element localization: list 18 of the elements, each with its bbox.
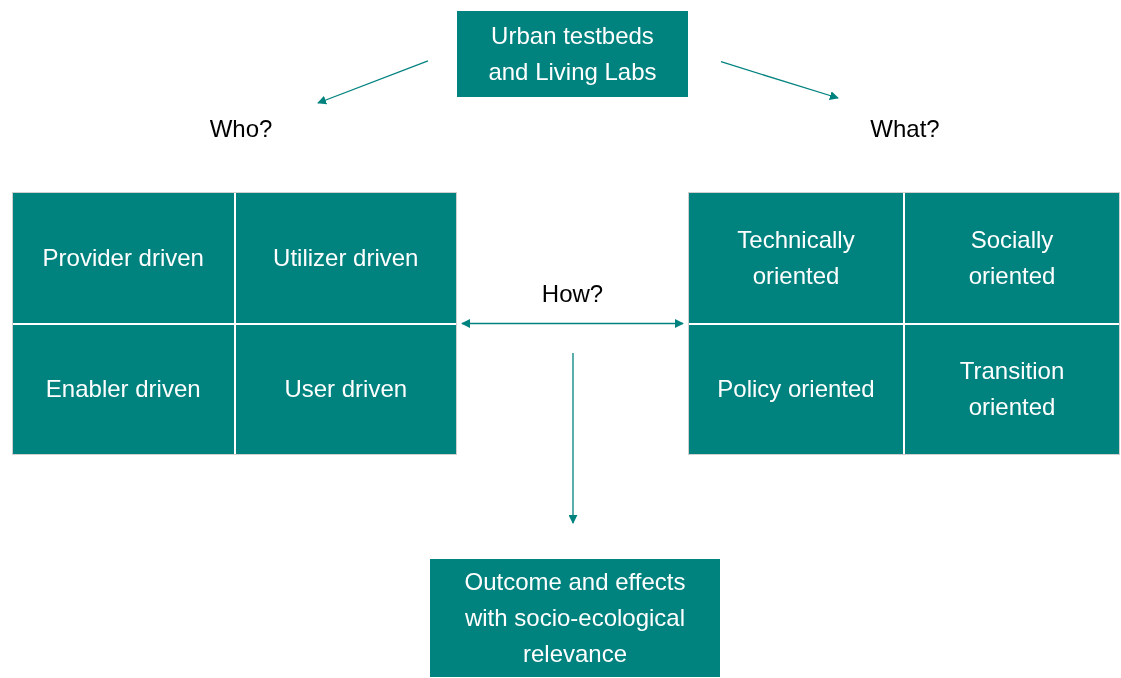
question-label: What? — [855, 110, 955, 148]
category-cell: Technically oriented — [689, 193, 903, 323]
title-box: Urban testbeds and Living Labs — [457, 11, 688, 97]
arrow — [461, 319, 684, 328]
arrow — [317, 60, 429, 105]
category-cell: Transition oriented — [905, 324, 1119, 454]
grid-panel — [688, 192, 1120, 455]
arrow — [720, 61, 839, 100]
category-cell: Policy oriented — [689, 324, 903, 454]
grid-panel — [12, 192, 457, 455]
category-cell: Enabler driven — [13, 324, 234, 454]
question-label: Who? — [195, 110, 287, 148]
arrow — [568, 352, 578, 524]
outcome-box: Outcome and effects with socio-ecological relevance — [430, 559, 720, 677]
category-cell: User driven — [235, 324, 456, 454]
category-cell: Socially oriented — [905, 193, 1119, 323]
category-cell: Utilizer driven — [235, 193, 456, 323]
category-cell: Provider driven — [13, 193, 234, 323]
